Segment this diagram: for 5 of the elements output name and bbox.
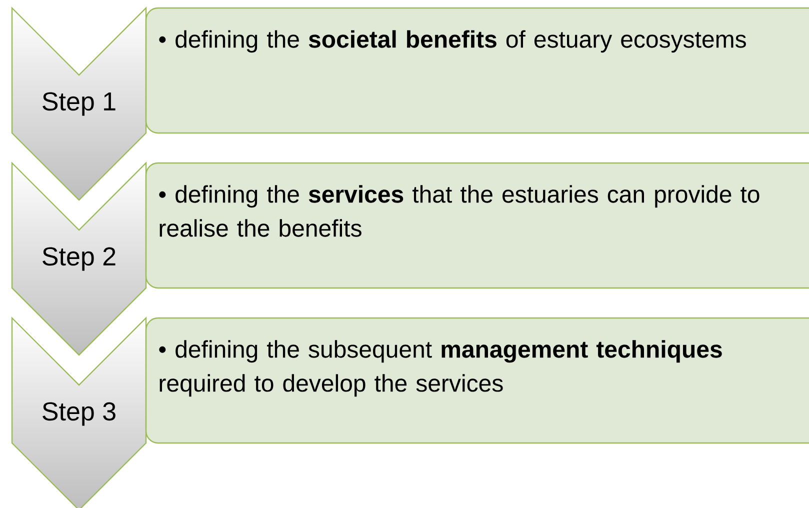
chevron-step: Step 3 xyxy=(11,316,147,508)
chevron-step: Step 1 xyxy=(11,6,147,201)
text-box: • defining the societal benefits of estuary ecosystems xyxy=(145,7,809,134)
text-box: • defining the subsequent management techniques required to develop the services xyxy=(145,317,809,444)
text-box: • defining the services that the estuaries can provide to realise the benefits xyxy=(145,162,809,289)
